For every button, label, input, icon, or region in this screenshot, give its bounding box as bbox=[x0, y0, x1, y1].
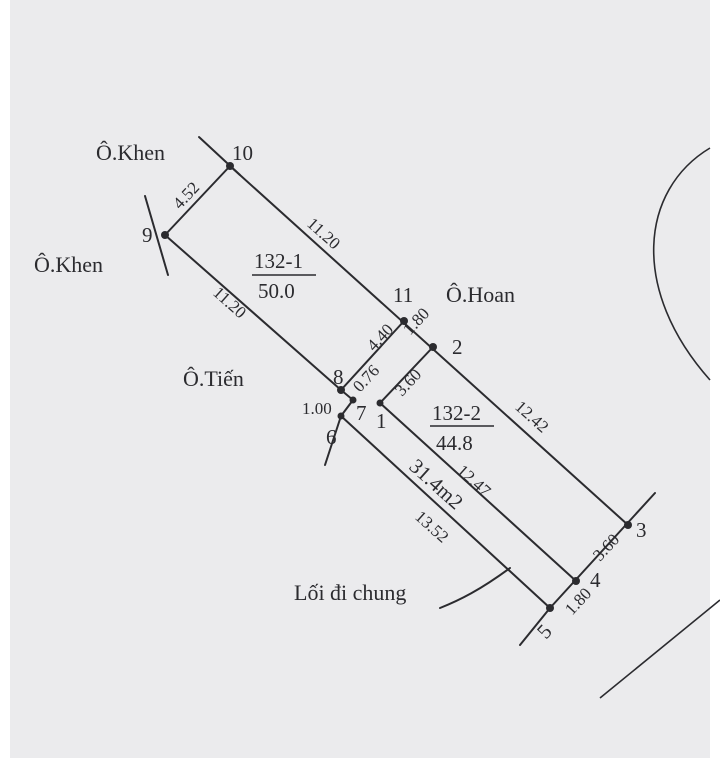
edge-10-3 bbox=[229, 165, 629, 526]
road-edge-line bbox=[599, 599, 720, 699]
point-3-marker bbox=[624, 521, 632, 529]
edge-3-5-front bbox=[549, 492, 656, 609]
neighbor-curve bbox=[652, 147, 711, 381]
path-leader-line bbox=[439, 567, 511, 609]
parcel-132-2-label: 132-2 44.8 bbox=[430, 401, 494, 455]
extension-line-9 bbox=[144, 195, 169, 276]
boundary-lines bbox=[144, 136, 656, 646]
point-2-marker bbox=[429, 343, 437, 351]
point-label-3: 3 bbox=[636, 518, 647, 542]
extension-line-6 bbox=[324, 415, 342, 466]
dim-7-6: 1.00 bbox=[302, 399, 332, 418]
edge-11-8 bbox=[340, 320, 405, 391]
point-8-marker bbox=[337, 386, 345, 394]
point-label-2: 2 bbox=[452, 335, 463, 359]
owner-middle: Ô.Tiến bbox=[183, 366, 244, 391]
edge-9-8 bbox=[164, 234, 342, 391]
point-labels: 10 9 11 2 8 7 1 6 3 4 5 bbox=[142, 141, 647, 643]
point-label-11: 11 bbox=[393, 283, 413, 307]
parcel-1-area: 50.0 bbox=[258, 279, 295, 303]
point-label-6: 6 bbox=[326, 425, 337, 449]
point-label-7: 7 bbox=[356, 401, 367, 425]
edge-1-4 bbox=[379, 402, 577, 582]
point-label-8: 8 bbox=[333, 365, 344, 389]
point-label-1: 1 bbox=[376, 409, 387, 433]
parcel-2-id: 132-2 bbox=[432, 401, 481, 425]
point-11-marker bbox=[400, 317, 408, 325]
edge-2-1 bbox=[379, 346, 434, 404]
edge-10-9 bbox=[164, 165, 231, 236]
paper-sheet bbox=[10, 0, 710, 758]
point-7-marker bbox=[349, 396, 357, 404]
point-6-marker bbox=[337, 412, 345, 420]
parcel-1-id: 132-1 bbox=[254, 249, 303, 273]
owner-right: Ô.Hoan bbox=[446, 282, 515, 307]
parcel-132-1-label: 132-1 50.0 bbox=[252, 249, 316, 303]
point-5-marker bbox=[546, 604, 554, 612]
point-9-marker bbox=[161, 231, 169, 239]
owner-labels: Ô.Khen Ô.Khen Ô.Hoan Ô.Tiến bbox=[34, 140, 515, 391]
point-label-9: 9 bbox=[142, 223, 153, 247]
edge-6-5 bbox=[340, 415, 551, 609]
point-label-4: 4 bbox=[590, 568, 601, 592]
owner-top: Ô.Khen bbox=[96, 140, 165, 165]
point-4-marker bbox=[572, 577, 580, 585]
parcel-2-area: 44.8 bbox=[436, 431, 473, 455]
survey-points bbox=[161, 162, 632, 612]
point-label-10: 10 bbox=[232, 141, 253, 165]
point-10-marker bbox=[226, 162, 234, 170]
point-1-marker bbox=[376, 399, 384, 407]
shared-path-label: Lối đi chung bbox=[294, 580, 406, 605]
owner-left: Ô.Khen bbox=[34, 252, 103, 277]
extension-line-5 bbox=[519, 607, 551, 646]
